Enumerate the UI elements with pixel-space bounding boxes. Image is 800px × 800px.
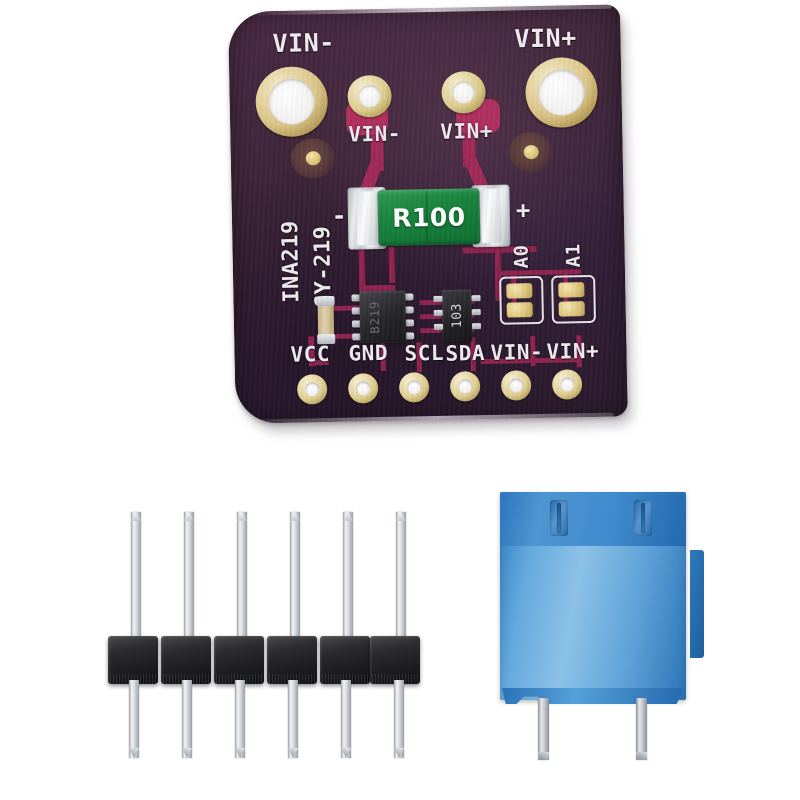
header-block-3 — [214, 636, 264, 684]
shunt-resistor-marking: R100 — [391, 201, 466, 233]
silk-polarity-minus: - — [331, 201, 348, 230]
terminal-block-pin-2 — [636, 698, 647, 760]
header-pin-2-top — [184, 512, 194, 640]
header-pin-2-bottom — [182, 680, 192, 758]
test-via-left — [290, 137, 336, 179]
header-pin-1-bottom — [129, 680, 139, 758]
header-block-6 — [370, 636, 420, 684]
silk-label-vin-pos-inner: VIN+ — [440, 118, 494, 144]
header-pad-sda — [449, 371, 481, 402]
shunt-resistor-r100: R100 — [347, 184, 511, 250]
silk-polarity-plus: + — [515, 196, 532, 225]
male-pin-header[interactable] — [108, 500, 420, 760]
array-pin-r3 — [471, 323, 482, 330]
silk-pin-label-scl: SCL — [404, 340, 445, 366]
jumper-pad-a1[interactable] — [551, 274, 596, 324]
array-pin-l1 — [433, 295, 443, 303]
silk-pin-label-vin-pos: VIN+ — [546, 338, 600, 364]
header-block-1 — [108, 636, 158, 684]
silk-pin-label-gnd: GND — [348, 340, 389, 366]
mounting-hole-left — [255, 66, 329, 138]
terminal-block-foot — [502, 688, 684, 704]
silk-label-board-name: INA219 — [277, 220, 305, 303]
terminal-block-top-face — [500, 492, 686, 546]
header-pad-vin-neg — [500, 370, 532, 401]
array-pin-r1 — [471, 295, 481, 302]
header-pin-6-bottom — [394, 680, 404, 758]
terminal-block-pin-1 — [538, 698, 549, 760]
pcb-top-edge-highlight — [245, 4, 612, 16]
header-pin-5-top — [343, 512, 353, 640]
ic-marking: B219 — [367, 300, 383, 334]
header-pad-vin-pos — [551, 369, 583, 400]
terminal-screw-2[interactable] — [634, 500, 652, 536]
silk-pin-label-sda: SDA — [445, 341, 486, 366]
jumper-pad-a0[interactable] — [499, 275, 544, 325]
array-pin-l3 — [433, 323, 444, 331]
silk-label-vin-pos-top: VIN+ — [514, 23, 578, 54]
array-pin-l2 — [433, 309, 443, 317]
header-pin-5-bottom — [341, 680, 351, 758]
bypass-capacitor — [317, 297, 335, 343]
mounting-hole-right — [524, 56, 599, 129]
header-pin-6-top — [396, 512, 406, 640]
silk-label-vin-neg-top: VIN- — [272, 27, 336, 59]
trace-ic-in-a — [388, 246, 396, 283]
header-pad-gnd — [347, 373, 379, 404]
terminal-block-side-tab — [690, 550, 704, 658]
header-block-4 — [267, 636, 317, 684]
resistor-array-103: 103 — [441, 289, 473, 342]
array-pin-r2 — [471, 309, 481, 316]
silk-label-a0: A0 — [510, 244, 533, 269]
pcb-substrate: VIN- VIN+ VIN- VIN+ INA219 — [227, 4, 628, 424]
header-pin-1-top — [131, 512, 141, 640]
header-pad-vcc — [296, 374, 328, 405]
ina219-breakout-board[interactable]: VIN- VIN+ VIN- VIN+ INA219 — [227, 4, 640, 438]
current-sense-ic: B219 — [351, 290, 415, 344]
header-pin-3-top — [237, 512, 247, 640]
terminal-screw-1[interactable] — [550, 500, 568, 536]
header-block-2 — [161, 636, 211, 684]
header-pin-4-bottom — [288, 680, 298, 758]
header-pin-4-top — [290, 512, 300, 640]
silk-label-vin-neg-inner: VIN- — [348, 121, 402, 147]
header-pad-scl — [398, 372, 430, 403]
screw-terminal-block[interactable] — [492, 492, 704, 762]
silk-label-a1: A1 — [562, 243, 585, 268]
silk-pin-label-vcc: VCC — [290, 342, 331, 367]
header-block-5 — [320, 636, 370, 684]
header-pin-3-bottom — [235, 680, 245, 758]
silk-pin-label-vin-neg: VIN- — [490, 339, 544, 365]
test-via-right — [508, 131, 554, 173]
